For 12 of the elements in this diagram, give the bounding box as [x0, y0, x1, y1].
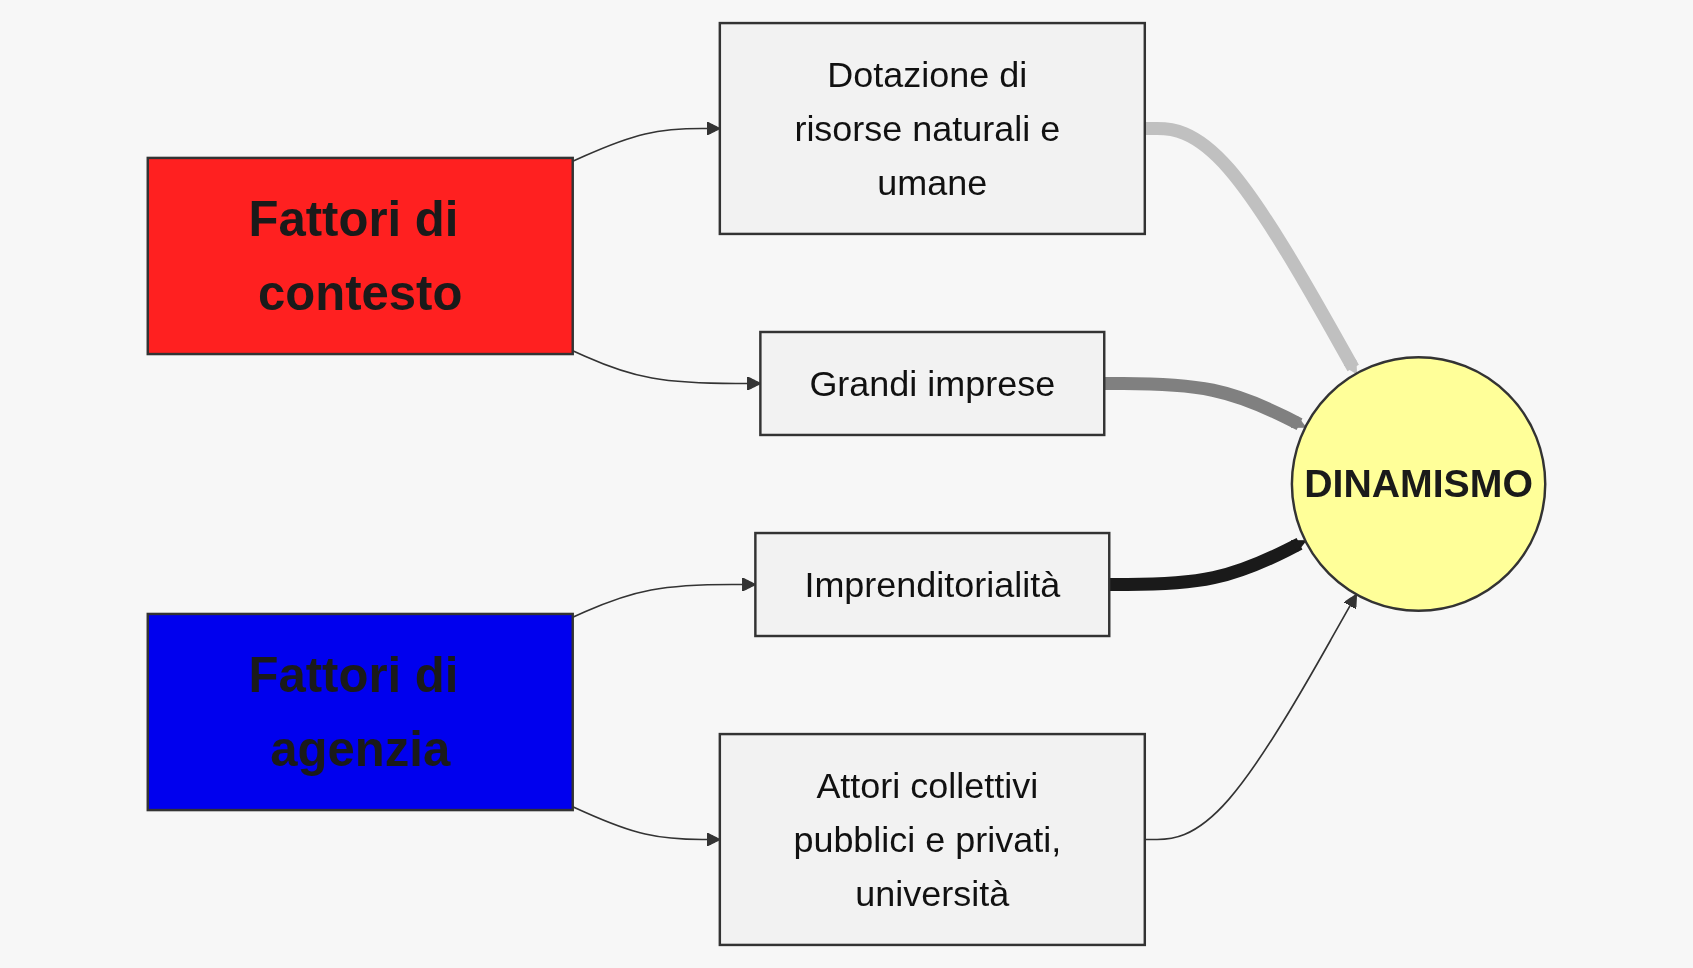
node-circle: DINAMISMO — [1290, 356, 1547, 612]
arrow — [571, 349, 761, 391]
node-box: Grandi imprese — [759, 330, 1106, 437]
node-box: Imprenditorialità — [754, 531, 1111, 638]
node-box: Fattori di contesto — [146, 156, 574, 356]
arrow — [1144, 121, 1359, 375]
arrow — [571, 577, 756, 619]
arrow — [1109, 537, 1306, 592]
node-box: Attori collettivi pubblici e privati, università — [718, 732, 1146, 947]
arrow — [1104, 376, 1306, 431]
node-box: Dotazione di risorse naturali e umane — [718, 21, 1146, 236]
node-box: Fattori di agenzia — [146, 612, 574, 812]
